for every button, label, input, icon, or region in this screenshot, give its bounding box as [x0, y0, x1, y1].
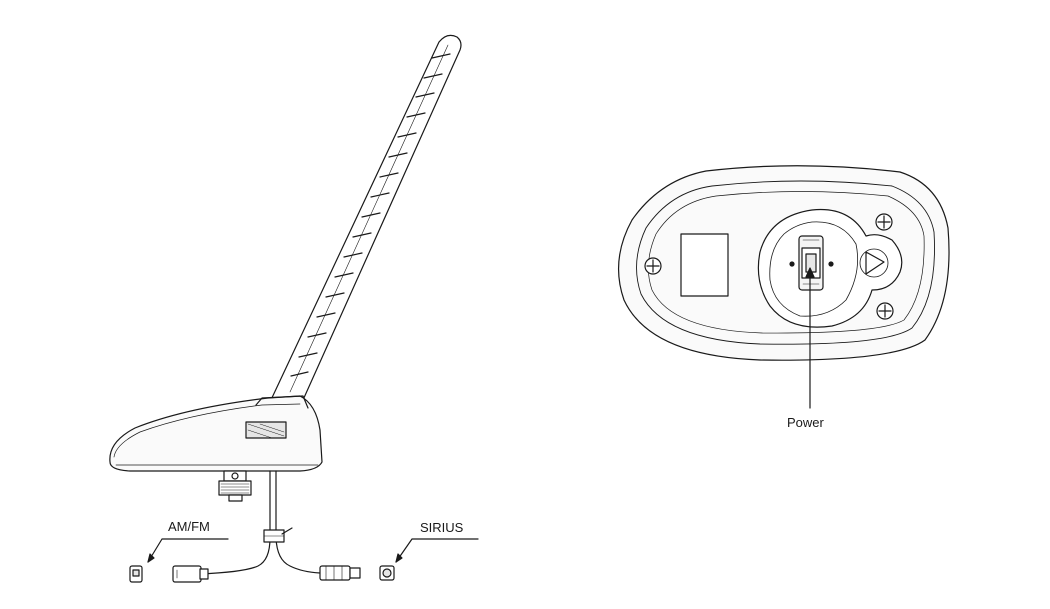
screw-icon: [875, 213, 893, 231]
power-connector: [789, 235, 834, 291]
am-fm-terminal-icon: [129, 565, 143, 583]
mounting-bolt: [218, 470, 252, 502]
antenna-base: [109, 395, 323, 472]
sirius-leader-line: [395, 538, 479, 563]
antenna-bottom-view: [617, 165, 950, 409]
am-fm-connector: [172, 565, 209, 583]
label-pad: [680, 233, 729, 297]
am-fm-label: AM/FM: [168, 519, 210, 534]
screw-icon: [644, 257, 662, 275]
antenna-side-view: [109, 34, 479, 583]
sirius-label: SIRIUS: [420, 520, 464, 535]
screw-icon: [876, 302, 894, 320]
antenna-cables: [199, 470, 321, 575]
power-label: Power: [787, 415, 824, 430]
am-fm-leader-line: [147, 538, 229, 563]
sirius-connector: [319, 565, 361, 581]
sirius-terminal-icon: [379, 565, 395, 581]
center-mount: [757, 208, 903, 328]
antenna-mast: [269, 34, 462, 403]
